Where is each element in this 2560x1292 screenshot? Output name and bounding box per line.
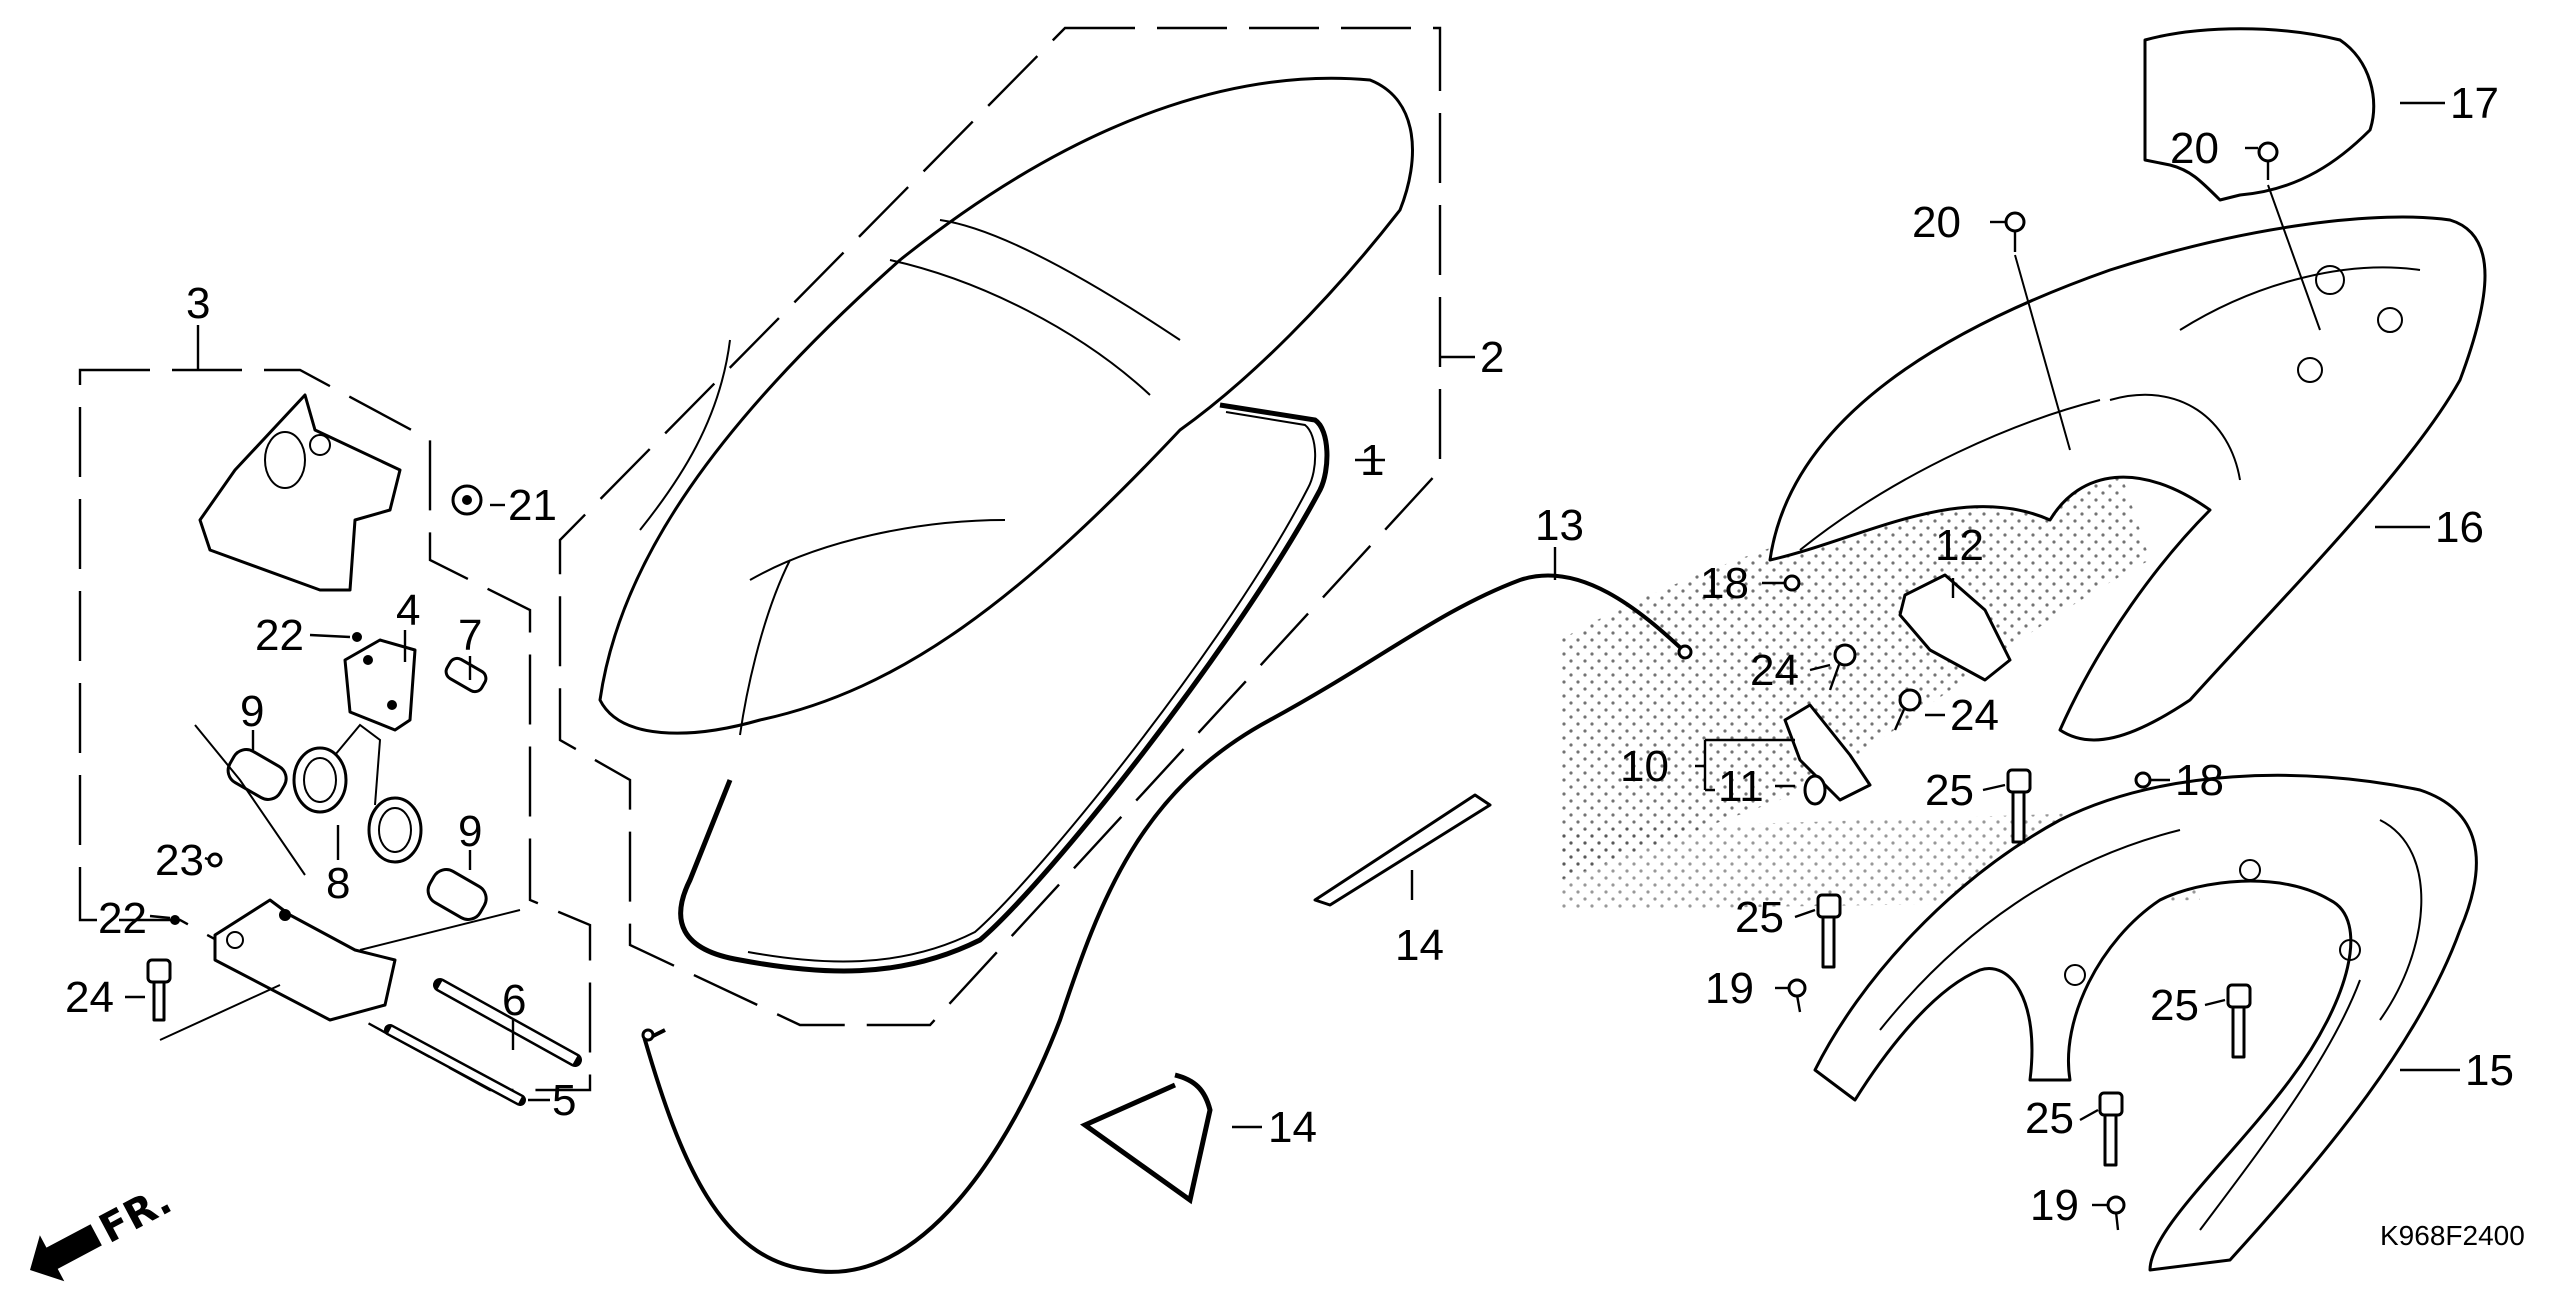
callout-25-a: 25 (1925, 766, 1974, 815)
callout-21: 21 (508, 481, 557, 530)
hinge-plate (343, 638, 417, 732)
callout-7: 7 (458, 611, 482, 660)
callout-9-right: 9 (458, 807, 482, 856)
diagram-code: K968F2400 (2380, 1220, 2525, 1251)
callout-12: 12 (1935, 521, 1984, 570)
callout-16: 16 (2435, 503, 2484, 552)
callout-10: 10 (1620, 742, 1669, 791)
callout-15: 15 (2465, 1046, 2514, 1095)
bolt-25-b (1816, 893, 1842, 969)
callout-17: 17 (2450, 79, 2499, 128)
seat-group (558, 26, 1442, 1027)
callout-18-upper: 18 (1700, 559, 1749, 608)
callout-9-left: 9 (240, 687, 264, 736)
seat-lock (1783, 703, 1872, 802)
callout-11: 11 (1718, 762, 1764, 811)
rear-grip-rack-group (1787, 768, 2478, 1272)
lock-spring (1803, 774, 1827, 806)
callout-13: 13 (1535, 501, 1584, 550)
front-label: FR. (92, 1177, 179, 1252)
bolt-24-left (146, 958, 172, 1022)
hinge-base-plate (213, 898, 397, 1022)
front-arrow-icon (30, 1224, 102, 1282)
callout-25-c: 25 (2150, 981, 2199, 1030)
rear-cover-group (1768, 27, 2487, 742)
callout-18-lower: 18 (2175, 756, 2224, 805)
callout-24-upper: 24 (1750, 646, 1799, 695)
tapping-screw-lower (2004, 211, 2026, 252)
tapping-screw-upper (2257, 141, 2279, 180)
callout-14-upper: 14 (1395, 921, 1444, 970)
callout-22-lower: 22 (98, 894, 147, 943)
callout-20-lower: 20 (1912, 198, 1961, 247)
clip-18-lower (2134, 771, 2152, 789)
callout-20-upper: 20 (2170, 124, 2219, 173)
rear-cover-cap (2143, 27, 2376, 202)
seat-hook-triangle (1079, 1072, 1213, 1205)
bolt-25-d (2098, 1091, 2124, 1167)
seat-lock-group (1783, 573, 2152, 806)
lock-cover (1898, 573, 2012, 682)
leader-lines (125, 101, 2460, 1207)
bolt-25-c (2226, 983, 2252, 1059)
seal-rubber (678, 402, 1330, 974)
screw-19-b (2106, 1195, 2126, 1231)
seat (598, 76, 1414, 735)
callout-19-lower: 19 (2030, 1181, 2079, 1230)
clip-18-upper (1783, 574, 1801, 592)
callout-14-lower: 14 (1268, 1103, 1317, 1152)
callout-5: 5 (552, 1076, 576, 1125)
callouts: 1 2 3 4 5 6 7 8 9 9 10 11 12 13 14 14 15… (65, 79, 2514, 1230)
rear-cover (1768, 215, 2487, 742)
callout-24-left: 24 (65, 973, 114, 1022)
callout-22-upper: 22 (255, 611, 304, 660)
collar (444, 656, 488, 694)
bushing-left (226, 748, 288, 801)
rear-grip-rack (1813, 773, 2478, 1272)
callout-25-d: 25 (2025, 1094, 2074, 1143)
bushing-right (426, 868, 488, 921)
callout-4: 4 (396, 586, 420, 635)
hinge-bracket (198, 393, 402, 592)
callout-1: 1 (1360, 436, 1384, 485)
hinge-assembly-group (78, 368, 592, 1106)
callout-24-lower: 24 (1950, 691, 1999, 740)
spring (292, 723, 423, 864)
bolt-24-lower (1893, 688, 1922, 731)
front-direction-indicator: FR. (30, 1177, 179, 1282)
seat-lock-cable (642, 573, 1687, 1274)
callout-8: 8 (326, 859, 350, 908)
bolt-24-upper (1828, 643, 1857, 691)
bolt-25-a (2006, 768, 2032, 844)
callout-19-upper: 19 (1705, 964, 1754, 1013)
callout-6: 6 (502, 976, 526, 1025)
callout-25-b: 25 (1735, 893, 1784, 942)
callout-2: 2 (1480, 333, 1504, 382)
callout-3: 3 (186, 279, 210, 328)
seat-hook-straight (1313, 793, 1492, 907)
screw-19-a (1787, 978, 1807, 1013)
callout-23: 23 (155, 836, 204, 885)
